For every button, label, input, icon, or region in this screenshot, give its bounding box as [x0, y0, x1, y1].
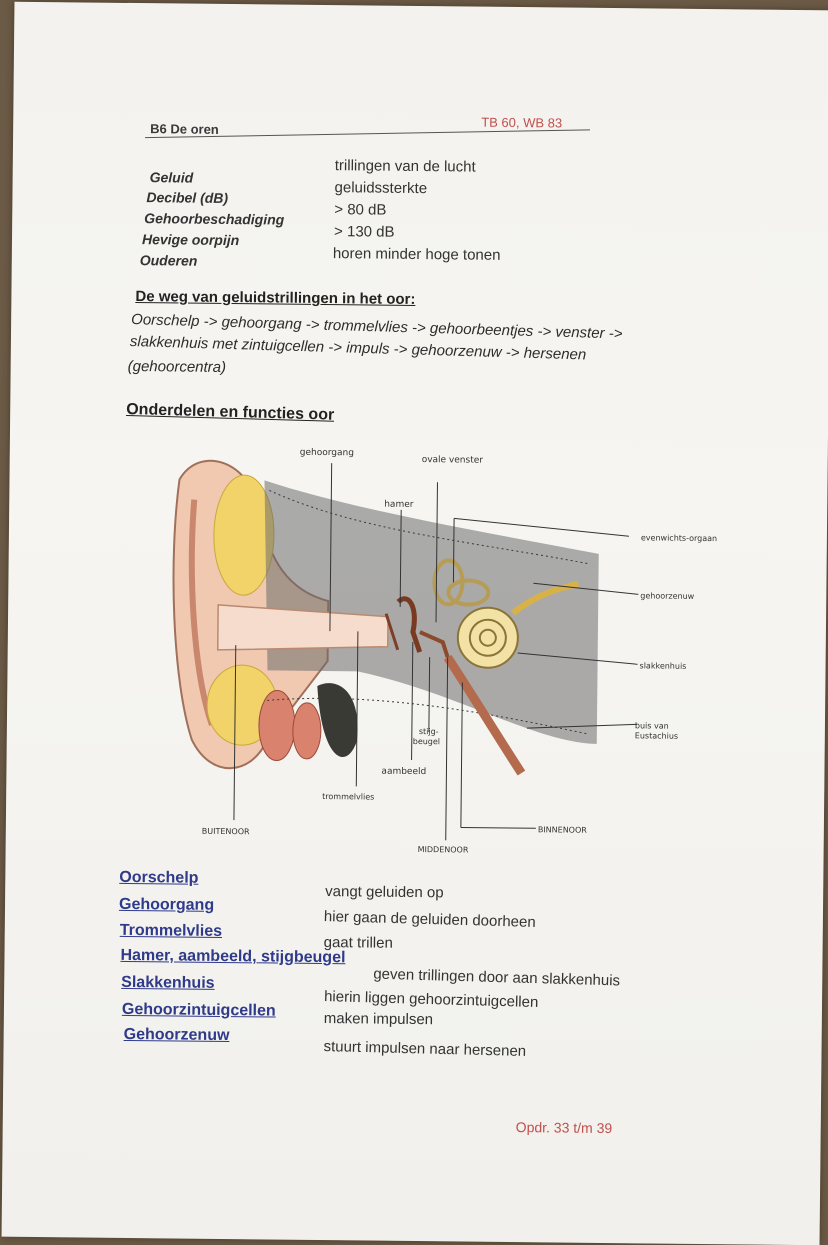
- label-middenoor: MIDDENOOR: [418, 845, 469, 855]
- ear-anatomy-diagram: gehoorgang ovale venster hamer evenwicht…: [172, 448, 717, 855]
- part-name: Trommelvlies: [119, 921, 223, 940]
- label-buis-van-eustachius: buis van: [635, 721, 669, 730]
- cochlea-spiral: [478, 628, 497, 647]
- term-definition: > 80 dB: [334, 201, 387, 219]
- term-label: Ouderen: [139, 252, 198, 269]
- term-definition: geluidssterkte: [334, 179, 428, 198]
- label-stijgbeugel: beugel: [413, 737, 440, 746]
- chapter-title: B6 De oren: [150, 121, 219, 137]
- bone-texture: [267, 697, 587, 735]
- ossicles-shape: [396, 596, 423, 653]
- label-aambeeld: aambeeld: [381, 767, 426, 777]
- leader-lines: [233, 463, 639, 841]
- term-label: Hevige oorpijn: [141, 231, 240, 249]
- term-label: Geluid: [149, 169, 194, 186]
- label-trommelvlies: trommelvlies: [322, 792, 374, 802]
- label-binnenoor: BINNENOOR: [538, 825, 588, 835]
- term-definition: horen minder hoge tonen: [332, 245, 501, 264]
- part-function: hierin liggen gehoorzintuigcellen: [323, 988, 539, 1012]
- part-function: geven trillingen door aan slakkenhuis: [373, 965, 621, 990]
- auricle-rim: [188, 499, 215, 726]
- route-line: (gehoorcentra): [127, 357, 227, 376]
- diagram-title: Onderdelen en functies oor: [125, 400, 335, 424]
- part-name: Gehoorgang: [118, 895, 215, 914]
- semicircular-canal: [446, 578, 491, 607]
- gland-tissue: [292, 702, 322, 760]
- skull-bone: [264, 480, 599, 744]
- part-name: Gehoorzintuigcellen: [121, 1000, 276, 1020]
- label-buitenoor: BUITENOOR: [202, 827, 250, 837]
- assignment-reference: Opdr. 33 t/m 39: [515, 1119, 613, 1137]
- auditory-nerve-shape: [511, 580, 580, 616]
- eustachian-tube-shape: [443, 654, 526, 776]
- cochlea-spiral: [468, 618, 507, 657]
- eardrum-shape: [384, 613, 400, 651]
- part-name: Hamer, aambeeld, stijgbeugel: [120, 946, 346, 967]
- gland-tissue: [258, 690, 296, 762]
- term-label: Decibel (dB): [146, 189, 229, 206]
- part-function: vangt geluiden op: [325, 883, 444, 902]
- ear-canal-shape: [216, 604, 389, 651]
- book-reference: TB 60, WB 83: [481, 114, 563, 131]
- part-function: stuurt impulsen naar hersenen: [323, 1038, 527, 1060]
- ossicles-shape: [419, 630, 450, 658]
- label-gehoorgang: gehoorgang: [300, 448, 354, 459]
- part-name: Slakkenhuis: [121, 973, 215, 992]
- term-definition: trillingen van de lucht: [334, 157, 476, 176]
- cavity-shape: [317, 683, 358, 757]
- term-definition: > 130 dB: [334, 223, 395, 241]
- label-gehoorzenuw: gehoorzenuw: [640, 591, 695, 601]
- cochlea-shape: [456, 606, 519, 669]
- label-buis-van-eustachius: Eustachius: [635, 731, 678, 740]
- route-title: De weg van geluidstrillingen in het oor:: [135, 288, 416, 308]
- label-evenwichtsorgaan: evenwichts-orgaan: [641, 533, 717, 543]
- label-stijgbeugel: stijg-: [419, 727, 439, 736]
- part-function: hier gaan de geluiden doorheen: [323, 908, 536, 931]
- label-slakkenhuis: slakkenhuis: [640, 661, 687, 670]
- part-name: Gehoorzenuw: [123, 1025, 230, 1045]
- part-function: maken impulsen: [323, 1010, 434, 1029]
- label-ovale-venster: ovale venster: [422, 455, 484, 466]
- part-name: Oorschelp: [119, 868, 199, 887]
- term-label: Gehoorbeschadiging: [144, 210, 285, 228]
- label-hamer: hamer: [384, 500, 414, 510]
